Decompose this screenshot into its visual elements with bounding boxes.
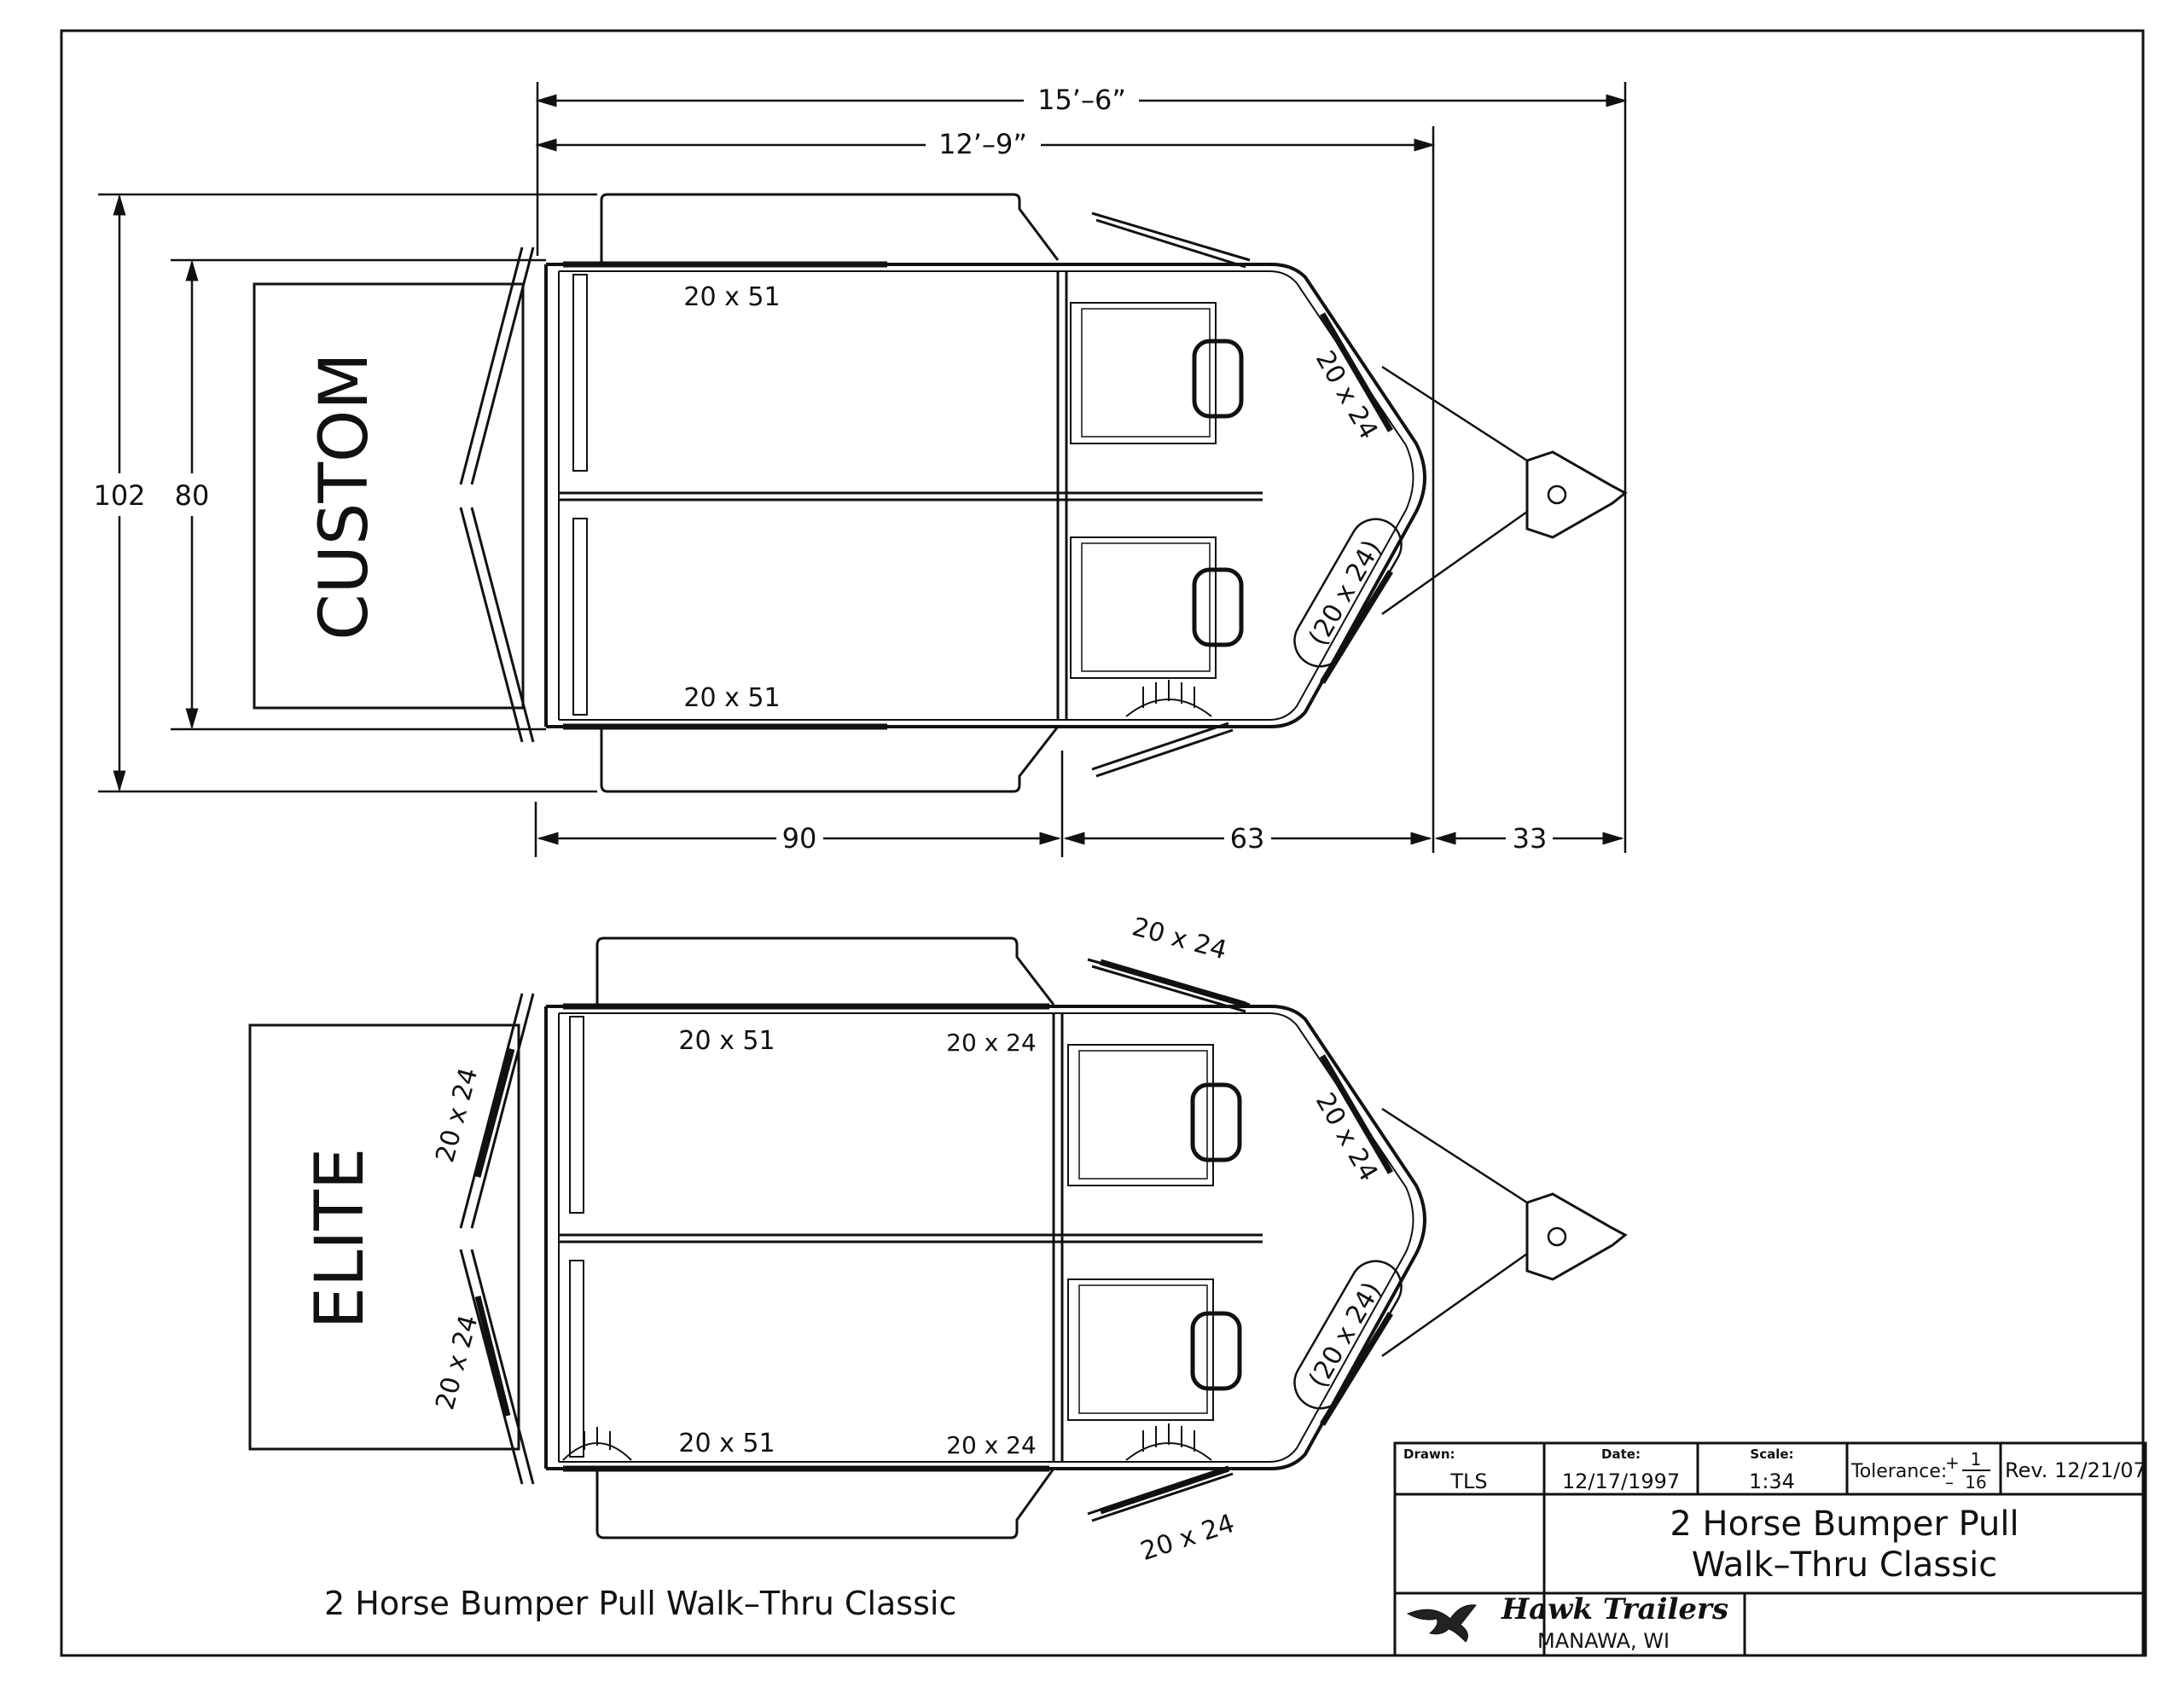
hawk-logo-icon bbox=[1406, 1604, 1477, 1643]
tolerance-minus: – bbox=[1945, 1472, 1954, 1493]
scale-value: 1:34 bbox=[1749, 1470, 1795, 1493]
rear-door-upper-elite bbox=[459, 993, 535, 1229]
trailer-body-outline bbox=[546, 263, 1426, 728]
tolerance-denominator: 16 bbox=[1965, 1472, 1986, 1493]
feed-opening-upper bbox=[1192, 339, 1244, 419]
date-label: Date: bbox=[1601, 1446, 1641, 1462]
dim-inner-width: 80 bbox=[175, 479, 210, 512]
dimension-lines-bottom bbox=[534, 751, 1624, 857]
side-window-label-elite-upper: 20 x 24 bbox=[946, 1029, 1037, 1057]
dim-overall-length: 15’–6” bbox=[1037, 84, 1126, 116]
window-label-elite-lower: 20 x 51 bbox=[678, 1429, 775, 1458]
fender-top bbox=[600, 193, 1060, 264]
dim-bottom-a: 90 bbox=[782, 822, 817, 855]
rear-ramp-custom bbox=[253, 282, 525, 710]
tolerance-label: Tolerance: bbox=[1850, 1461, 1947, 1482]
side-window-label-elite-lower: 20 x 24 bbox=[946, 1431, 1037, 1459]
fender-top-elite bbox=[595, 936, 1055, 1006]
window-label-top-upper: 20 x 51 bbox=[683, 282, 780, 312]
dim-outer-width: 102 bbox=[93, 479, 145, 512]
company-location: MANAWA, WI bbox=[1537, 1629, 1670, 1653]
dimension-lines-width bbox=[98, 193, 597, 793]
scale-label: Scale: bbox=[1750, 1446, 1793, 1462]
dim-bottom-c: 33 bbox=[1513, 822, 1548, 855]
tolerance-numerator: 1 bbox=[1971, 1449, 1982, 1470]
window-label-elite-upper: 20 x 51 bbox=[678, 1026, 775, 1056]
fender-bottom-elite bbox=[595, 1468, 1055, 1539]
window-label-top-lower: 20 x 51 bbox=[683, 683, 780, 713]
trailer-plan-custom bbox=[253, 193, 1628, 793]
revision: Rev. 12/21/07 bbox=[2005, 1458, 2146, 1482]
trailer-body-outline-elite bbox=[546, 1005, 1426, 1470]
hitch-coupler-elite bbox=[1525, 1192, 1628, 1281]
date-value: 12/17/1997 bbox=[1562, 1470, 1680, 1493]
rear-door-lower-elite bbox=[459, 1249, 535, 1485]
rear-ramp-elite bbox=[248, 1023, 520, 1451]
escape-window-label-lower: 20 x 24 bbox=[1137, 1509, 1238, 1567]
escape-window-label-upper: 20 x 24 bbox=[1129, 912, 1229, 965]
title-block bbox=[1393, 1441, 2147, 1657]
drawing-caption: 2 Horse Bumper Pull Walk–Thru Classic bbox=[324, 1585, 956, 1622]
rear-window-label-lower: 20 x 24 bbox=[430, 1312, 484, 1412]
title-line-2: Walk–Thru Classic bbox=[1692, 1545, 1997, 1585]
rear-door-lower bbox=[459, 507, 535, 743]
hitch-coupler-top bbox=[1525, 450, 1628, 539]
feed-opening-lower bbox=[1192, 567, 1244, 647]
dim-bottom-b: 63 bbox=[1230, 822, 1265, 855]
feed-opening-lower-elite bbox=[1190, 1311, 1242, 1391]
drawn-value: TLS bbox=[1449, 1470, 1487, 1493]
fender-bottom bbox=[600, 726, 1060, 793]
model-label-elite: ELITE bbox=[302, 1148, 379, 1330]
feed-opening-upper-elite bbox=[1190, 1082, 1242, 1162]
trailer-plan-elite bbox=[248, 936, 1628, 1539]
model-label-custom: CUSTOM bbox=[306, 352, 383, 640]
tolerance-plus: + bbox=[1945, 1452, 1960, 1473]
rear-window-label-upper: 20 x 24 bbox=[430, 1064, 484, 1165]
title-line-1: 2 Horse Bumper Pull bbox=[1670, 1504, 2018, 1544]
drawn-label: Drawn: bbox=[1403, 1446, 1455, 1462]
drawing-border bbox=[60, 29, 2145, 1657]
company-name: Hawk Trailers bbox=[1501, 1592, 1728, 1626]
dimension-lines-top bbox=[535, 82, 1628, 853]
rear-door-upper bbox=[459, 246, 535, 485]
dim-body-length: 12’–9” bbox=[938, 128, 1027, 160]
